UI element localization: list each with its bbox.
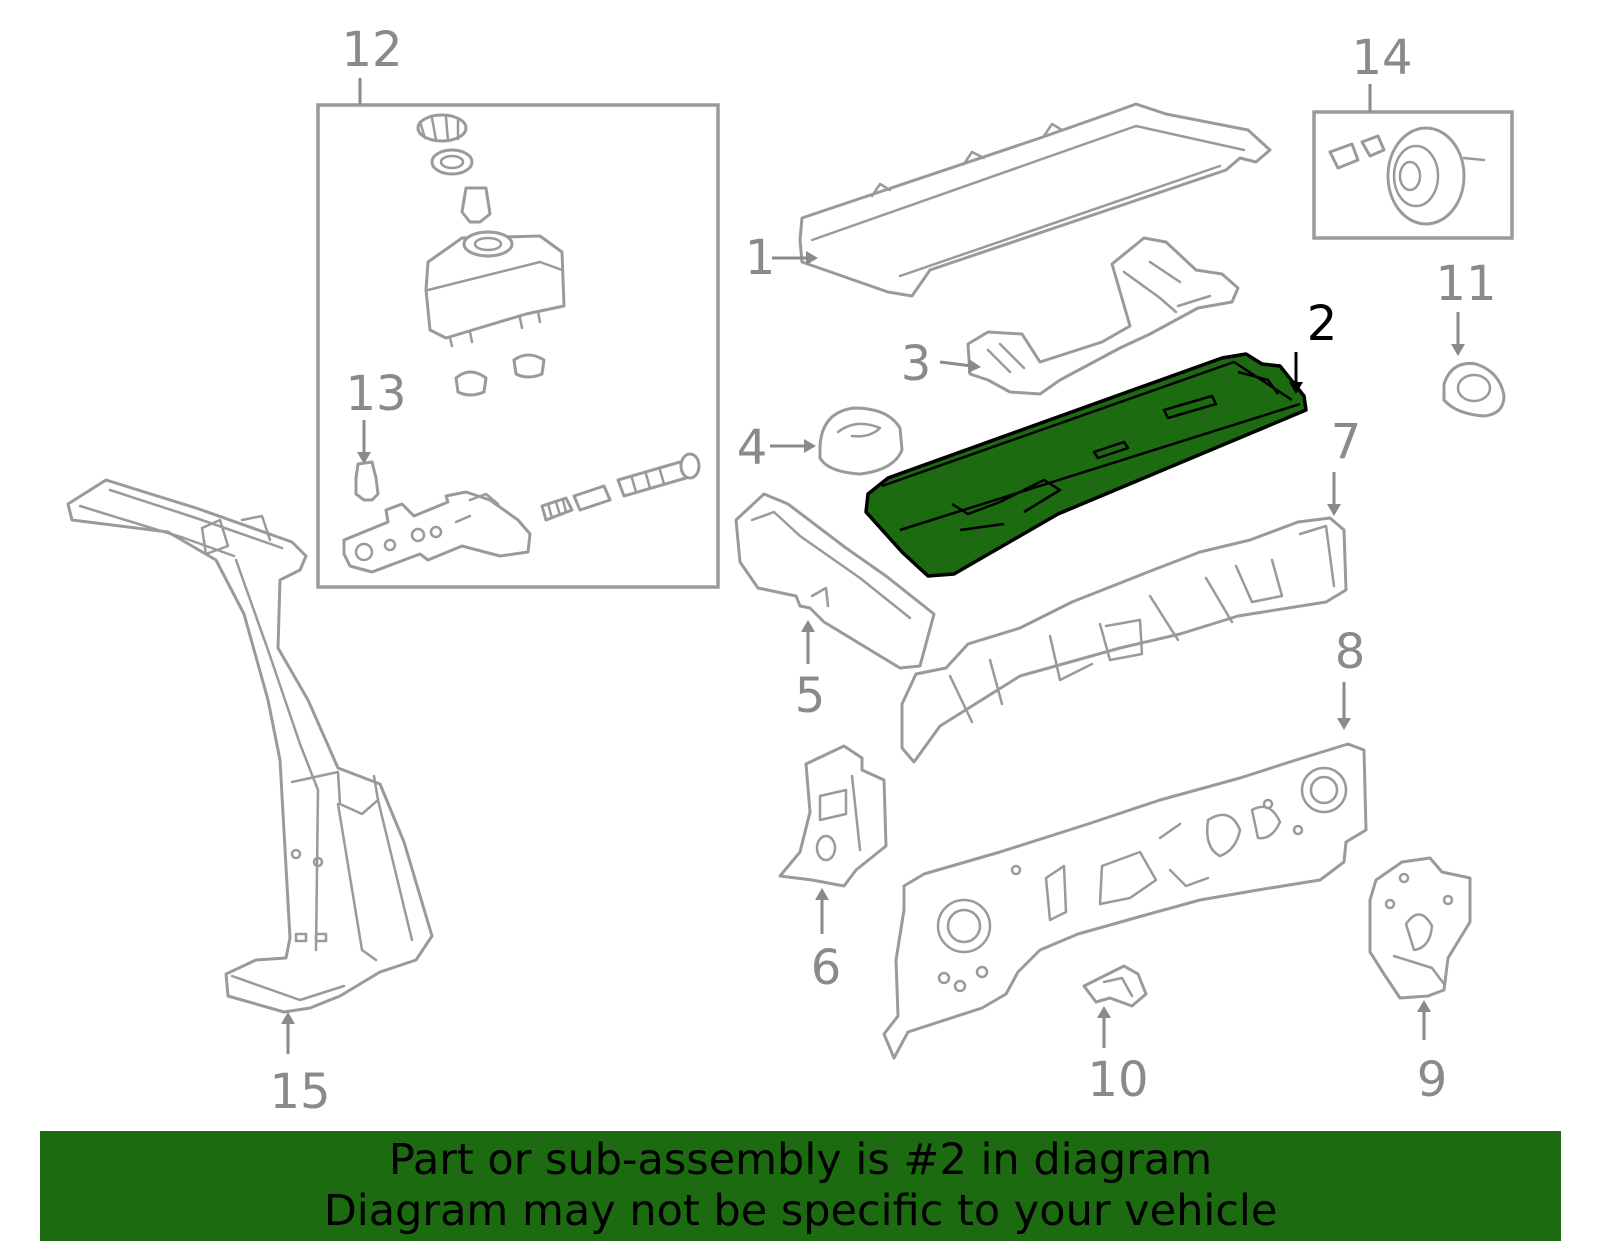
callout-5: 5 — [795, 668, 826, 724]
part-7-group — [900, 472, 1348, 764]
part-6-group — [778, 744, 888, 934]
callout-1: 1 — [745, 230, 776, 286]
reservoir-cap — [416, 113, 468, 143]
part-13-sensor — [354, 460, 380, 502]
booster-clip — [1360, 134, 1386, 158]
piston-end — [679, 452, 701, 480]
part-15-group — [66, 478, 434, 1054]
callout-13: 13 — [345, 366, 406, 422]
part-5-group — [734, 492, 936, 670]
booster-pin — [1328, 142, 1360, 170]
callout-7: 7 — [1331, 414, 1362, 470]
leader-3 — [939, 360, 973, 368]
callout-4: 4 — [737, 420, 768, 476]
part-4-grommet — [818, 406, 904, 476]
grommet-b — [512, 353, 546, 379]
reservoir-neck — [462, 230, 514, 258]
part-7-dash-upper — [900, 516, 1348, 764]
callout-10: 10 — [1087, 1052, 1148, 1108]
notice-banner: Part or sub-assembly is #2 in diagram Di… — [40, 1131, 1561, 1241]
part-10-group — [1082, 964, 1148, 1048]
callout-12: 12 — [341, 22, 402, 78]
part-9-side-panel — [1368, 856, 1472, 1000]
callout-2: 2 — [1307, 296, 1338, 352]
part-4-group — [770, 406, 904, 476]
cap-seal — [430, 148, 474, 176]
part-12-frame — [316, 103, 720, 589]
part-8-dash-panel — [882, 742, 1368, 1060]
callout-8: 8 — [1335, 624, 1366, 680]
part-15-pillar — [66, 478, 434, 1014]
master-cylinder — [342, 490, 532, 574]
brake-booster — [1386, 126, 1466, 226]
callout-15: 15 — [269, 1064, 330, 1120]
part-8-group — [882, 682, 1368, 1060]
callout-9: 9 — [1417, 1052, 1448, 1108]
part-9-group — [1368, 856, 1472, 1040]
callout-6: 6 — [811, 940, 842, 996]
part-10-bracket — [1082, 964, 1148, 1008]
callout-3: 3 — [901, 336, 932, 392]
banner-line-disclaimer: Diagram may not be specific to your vehi… — [323, 1186, 1278, 1236]
part-3-group — [939, 236, 1240, 396]
grommet-a — [454, 370, 488, 397]
part-12-group — [316, 78, 720, 589]
part-14-group — [1312, 84, 1514, 240]
part-2-group — [864, 352, 1308, 578]
callout-14: 14 — [1351, 30, 1412, 86]
strainer — [460, 186, 492, 224]
part-11-plug — [1442, 361, 1506, 418]
callout-11: 11 — [1435, 256, 1496, 312]
part-11-group — [1442, 312, 1506, 418]
piston-primary — [572, 484, 612, 512]
banner-line-part: Part or sub-assembly is #2 in diagram — [388, 1135, 1213, 1185]
part-5-insulator — [734, 492, 936, 670]
part-1-cowl-panel — [798, 102, 1272, 298]
part-1-group — [772, 102, 1272, 298]
